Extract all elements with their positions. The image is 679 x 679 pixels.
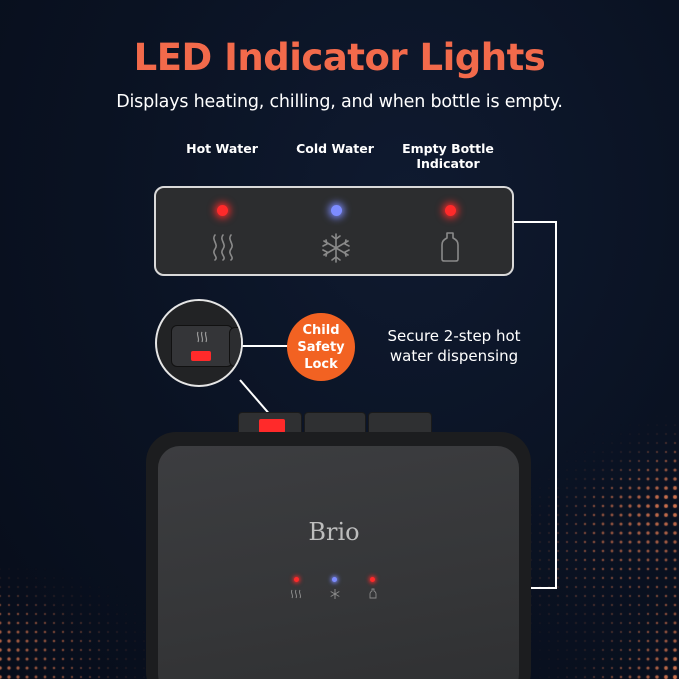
hot-lock-red-button[interactable]: [259, 419, 285, 433]
hot-water-led: [217, 205, 228, 216]
page-subtitle: Displays heating, chilling, and when bot…: [116, 92, 563, 112]
snowflake-icon: [322, 233, 350, 263]
badge-line-2: Safety: [297, 339, 345, 355]
badge-line-3: Lock: [304, 356, 338, 372]
dispenser-front-panel: [158, 446, 519, 679]
bottle-icon: [441, 232, 459, 262]
mini-cold-led: [332, 577, 337, 582]
lock-button-zoom: [155, 299, 243, 387]
label-empty-bottle: Empty Bottle Indicator: [402, 141, 494, 171]
mini-bottle-icon: [369, 588, 377, 599]
page-title: LED Indicator Lights: [133, 36, 546, 79]
cold-water-led: [331, 205, 342, 216]
mini-empty-led: [370, 577, 375, 582]
zoom-lock-red-button: [191, 351, 211, 361]
heat-waves-icon: [213, 234, 233, 261]
child-safety-lock-badge: Child Safety Lock: [287, 313, 355, 381]
label-hot-water: Hot Water: [186, 141, 258, 156]
mini-hot-led: [294, 577, 299, 582]
empty-bottle-led: [445, 205, 456, 216]
dispenser-body: [146, 432, 531, 679]
mini-heat-icon: [290, 589, 302, 599]
brand-logo: Brio: [308, 518, 360, 546]
label-cold-water: Cold Water: [296, 141, 374, 156]
led-panel-closeup: [154, 186, 514, 276]
child-lock-description: Secure 2-step hot water dispensing: [387, 327, 521, 365]
badge-line-1: Child: [302, 322, 340, 338]
mini-snowflake-icon: [330, 589, 340, 599]
zoom-heat-icon: [196, 331, 208, 343]
